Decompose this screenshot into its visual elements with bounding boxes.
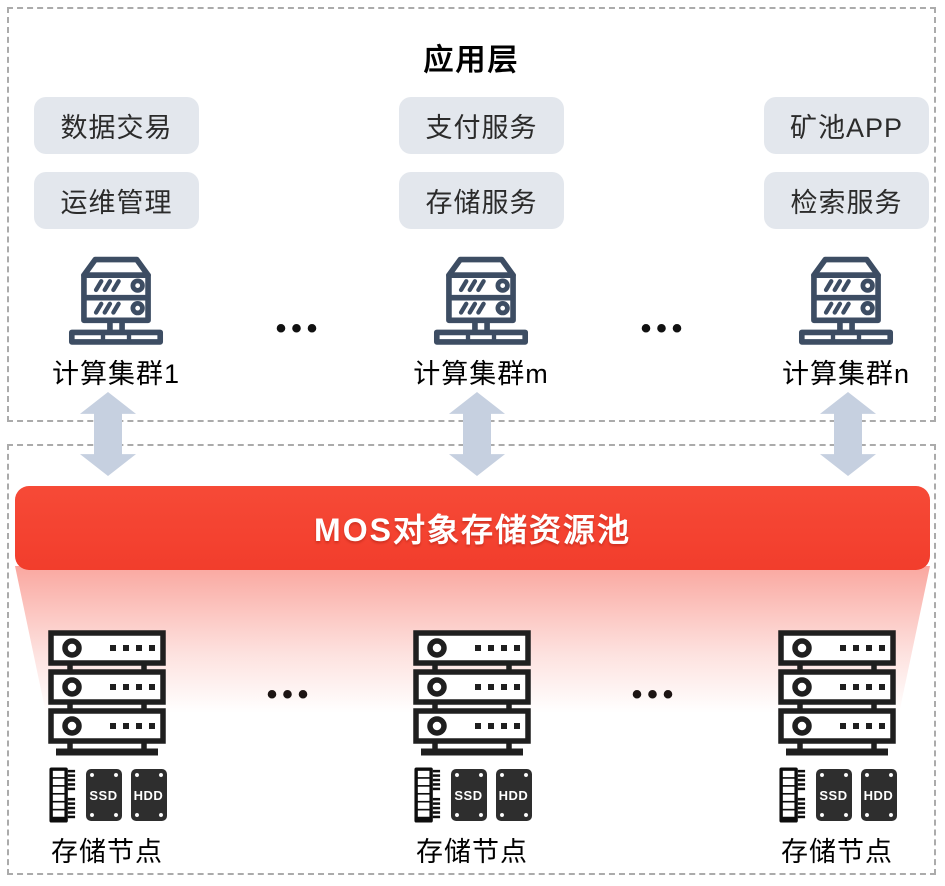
storage-rack-icon — [48, 630, 166, 756]
server-cluster-icon — [68, 256, 164, 345]
server-cluster-icon — [433, 256, 529, 345]
disk-row: SSD HDD — [413, 766, 532, 824]
storage-rack-icon — [413, 630, 531, 756]
ellipsis-clusters-2: ••• — [640, 312, 688, 345]
compute-cluster-label: 计算集群n — [781, 359, 911, 389]
ellipsis-clusters-1: ••• — [275, 312, 323, 345]
hdd-disk-icon: HDD — [130, 769, 167, 821]
hdd-disk-icon: HDD — [860, 769, 897, 821]
service-pill-storage-service: 存储服务 — [399, 172, 564, 229]
compute-cluster-label: 计算集群1 — [51, 359, 181, 389]
storage-node-label: 存储节点 — [51, 837, 163, 867]
ssd-disk-icon: SSD — [450, 769, 487, 821]
memory-dimm-icon — [48, 767, 75, 823]
storage-rack-icon — [778, 630, 896, 756]
disk-row: SSD HDD — [48, 766, 167, 824]
memory-dimm-icon — [778, 767, 805, 823]
compute-cluster-1: 计算集群1 — [31, 246, 201, 391]
storage-node-3: SSD HDD 存储节点 — [752, 630, 922, 869]
hdd-disk-icon: HDD — [495, 769, 532, 821]
storage-node-1: SSD HDD 存储节点 — [22, 630, 192, 869]
mos-object-storage-pool-title: MOS对象存储资源池 — [314, 512, 631, 548]
service-pill-ops-management: 运维管理 — [34, 172, 199, 229]
service-pill-payment-service: 支付服务 — [399, 97, 564, 154]
server-cluster-icon — [798, 256, 894, 345]
ssd-disk-icon: SSD — [85, 769, 122, 821]
storage-node-label: 存储节点 — [416, 837, 528, 867]
service-pill-search-service: 检索服务 — [764, 172, 929, 229]
memory-dimm-icon — [413, 767, 440, 823]
ellipsis-nodes-1: ••• — [245, 678, 335, 712]
mos-object-storage-pool-banner: MOS对象存储资源池 — [15, 486, 930, 570]
service-pill-mining-pool-app: 矿池APP — [764, 97, 929, 154]
disk-row: SSD HDD — [778, 766, 897, 824]
ellipsis-nodes-2: ••• — [610, 678, 700, 712]
compute-cluster-m: 计算集群m — [396, 246, 566, 391]
compute-cluster-label: 计算集群m — [413, 359, 549, 389]
service-pill-data-trading: 数据交易 — [34, 97, 199, 154]
compute-cluster-n: 计算集群n — [761, 246, 931, 391]
ssd-disk-icon: SSD — [815, 769, 852, 821]
storage-node-2: SSD HDD 存储节点 — [387, 630, 557, 869]
application-layer-title: 应用层 — [423, 44, 520, 77]
storage-node-label: 存储节点 — [781, 837, 893, 867]
application-layer-box: 应用层 数据交易 运维管理 支付服务 存储服务 矿池APP 检索服务 — [7, 7, 936, 422]
